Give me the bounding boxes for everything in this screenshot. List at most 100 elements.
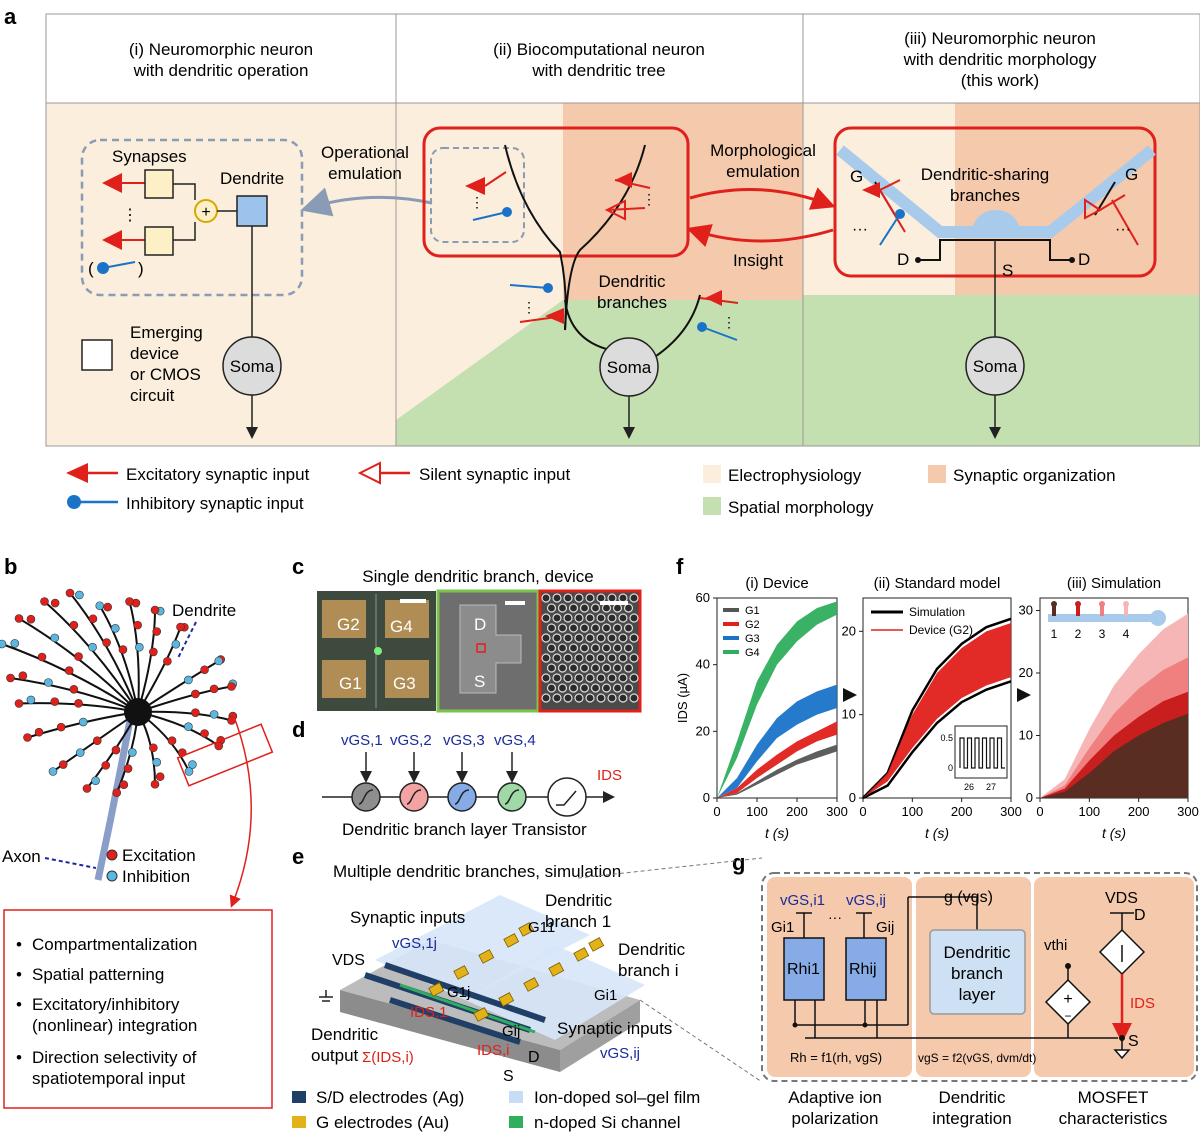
hex-pore — [541, 653, 551, 663]
synapse-dot — [200, 729, 209, 738]
synaptic-inputs-top: Synaptic inputs — [350, 908, 465, 927]
inset-frame — [954, 725, 1008, 779]
hex-pore — [552, 693, 562, 703]
gate-label-right: G — [1125, 165, 1138, 184]
gate-electrode — [478, 949, 495, 964]
excitatory-synapse-tree — [465, 171, 507, 195]
synapse-dot — [125, 597, 134, 606]
synapse-dot — [64, 666, 74, 675]
svg-text:G3: G3 — [393, 674, 416, 693]
hex-pore — [623, 623, 634, 633]
hex-pore — [574, 693, 584, 703]
synapse-dot — [171, 639, 181, 649]
hex-pore — [607, 693, 617, 703]
zoom-arrow — [229, 713, 252, 908]
dendrite-branch — [43, 600, 139, 713]
hex-pore — [563, 673, 573, 683]
svg-text:IDS,i: IDS,i — [477, 1042, 510, 1059]
synapse-dot — [112, 788, 122, 798]
hex-pore — [607, 673, 617, 683]
gate-electrode — [428, 982, 445, 997]
hex-pore — [557, 683, 568, 693]
inset-y-tick: 0.5 — [940, 733, 953, 743]
hex-pore — [568, 663, 579, 673]
svg-text:Ion-doped sol–gel film: Ion-doped sol–gel film — [534, 1088, 700, 1107]
synapse-dot — [56, 722, 66, 732]
svg-text:VDS: VDS — [1105, 890, 1138, 907]
excitatory-synapse-lower — [519, 308, 565, 324]
axon — [94, 719, 134, 881]
hex-pore — [629, 673, 639, 683]
x-axis-label: t (s) — [765, 825, 789, 841]
legend-swatch-head — [1123, 601, 1129, 607]
synapse-dot — [78, 717, 88, 727]
synapse-dot — [26, 614, 36, 624]
synapse-dot — [209, 710, 219, 719]
hex-pore — [552, 633, 562, 643]
synapse-dot — [152, 757, 162, 767]
synapse-box-2 — [144, 226, 174, 256]
hex-pore — [585, 673, 595, 683]
inhibitory-synapse-device — [879, 209, 905, 246]
svg-text:Spatial morphology: Spatial morphology — [728, 498, 874, 517]
hex-pore — [629, 633, 639, 643]
hex-pore — [590, 623, 601, 633]
hex-pore — [585, 633, 595, 643]
hex-pore — [579, 663, 590, 673]
hex-pore — [629, 653, 639, 663]
svg-text:D: D — [474, 615, 486, 634]
legend-swatch — [1076, 604, 1080, 616]
insight-arrow — [686, 224, 834, 247]
hex-pore — [607, 613, 617, 623]
gate-label-left: G — [850, 167, 863, 186]
synapse-dot — [191, 708, 200, 717]
axon-label: Axon — [2, 847, 41, 866]
silent-synapse-device — [1084, 181, 1139, 246]
svg-text:IDS,1: IDS,1 — [410, 1004, 448, 1021]
svg-text:Gij: Gij — [876, 919, 894, 936]
synapse-dot — [214, 656, 224, 666]
synapse-dot — [6, 673, 15, 683]
gate-electrode — [503, 933, 520, 948]
svg-text:Inhibition: Inhibition — [122, 867, 190, 886]
x-tick-label: 300 — [1177, 804, 1199, 819]
hex-pore — [623, 603, 634, 613]
gate-electrode — [523, 977, 540, 992]
legend-swatch-head — [1051, 601, 1057, 607]
hex-pore — [629, 613, 639, 623]
device-micrograph: G2 G4 G1 G3 — [317, 591, 436, 711]
legend-label: 4 — [1123, 627, 1130, 641]
hex-pore — [596, 633, 606, 643]
svg-text:G11: G11 — [528, 919, 555, 936]
synapse-dot — [123, 764, 133, 773]
synapse-dot — [14, 699, 24, 708]
hex-pore — [623, 663, 634, 673]
morphological-emulation-arrow — [689, 187, 836, 210]
hex-pore — [546, 603, 557, 613]
dendrite-branch — [1, 643, 139, 713]
synapse-dot — [48, 767, 58, 776]
panel-letter-d: d — [292, 717, 305, 742]
svg-text:G4: G4 — [390, 617, 413, 636]
svg-text:G1j: G1j — [447, 984, 470, 1001]
hex-pore — [596, 593, 606, 603]
hex-pore — [590, 683, 601, 693]
legend-swatch — [1052, 604, 1056, 616]
hex-pore — [574, 613, 584, 623]
synapse-dot — [163, 656, 172, 666]
hex-pore — [568, 683, 579, 693]
synapse-dot — [188, 760, 197, 769]
synapse-dot — [74, 699, 83, 708]
dendrite-pointer-label: Dendrite — [172, 601, 236, 620]
synapse-dot — [103, 602, 112, 612]
hex-pore — [601, 663, 612, 673]
svg-text:Gi1: Gi1 — [771, 919, 794, 936]
